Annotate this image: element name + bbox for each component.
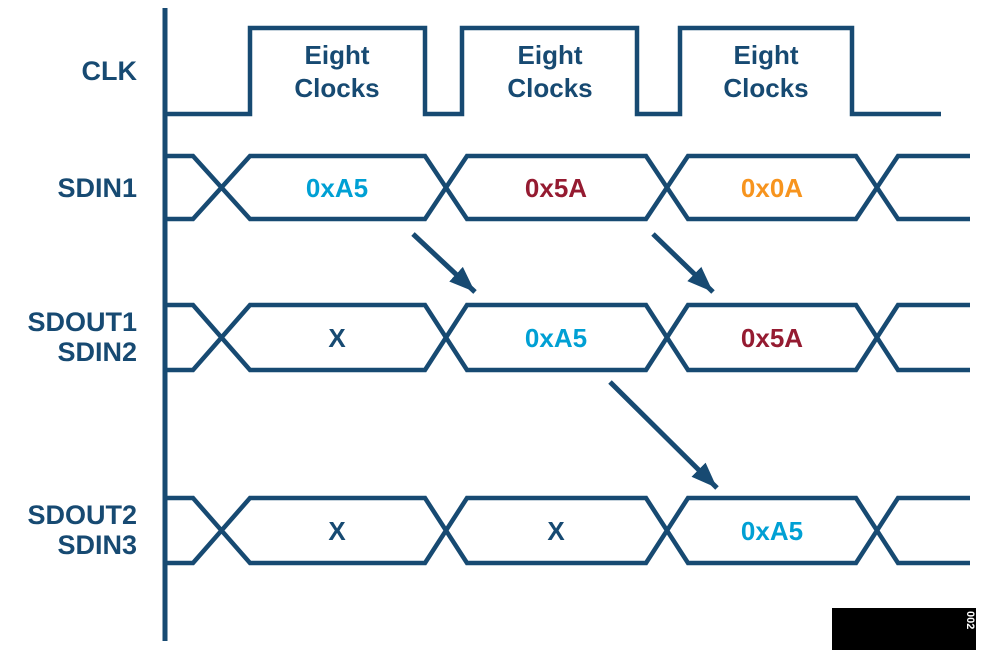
sdin1-label: SDIN1 <box>57 173 137 203</box>
sdin1-bus-waveform <box>165 153 970 222</box>
propagation-arrow-2 <box>651 232 715 294</box>
sdout1-sdin2-cell-2-value: 0xA5 <box>525 323 587 353</box>
clk-pulse-3-label-line1: Eight <box>734 40 799 70</box>
clk-label: CLK <box>82 56 138 86</box>
sdout1-label: SDOUT1 <box>27 307 137 337</box>
sdin3-label: SDIN3 <box>57 530 137 560</box>
sdout2-label: SDOUT2 <box>27 500 137 530</box>
clk-pulse-2-label-line2: Clocks <box>507 73 592 103</box>
sdout1-sdin2-bus-waveform <box>165 302 970 373</box>
sdin1-cell-2-value: 0x5A <box>525 173 587 203</box>
sdout2-sdin3-cell-1-value: X <box>328 516 346 546</box>
redaction-block <box>832 608 976 650</box>
clk-pulse-1-annotation: Eight Clocks <box>294 40 379 103</box>
sdin2-label: SDIN2 <box>57 337 137 367</box>
propagation-arrow-1 <box>411 232 477 294</box>
sdout2-sdin3-bus-lower-trace <box>165 495 970 566</box>
clk-pulse-1-label-line1: Eight <box>305 40 370 70</box>
sdout1-sdin2-cell-3-value: 0x5A <box>741 323 803 353</box>
sdin1-cell-1-value: 0xA5 <box>306 173 368 203</box>
clk-pulse-2-label-line1: Eight <box>518 40 583 70</box>
sdout2-sdin3-bus-waveform <box>165 495 970 566</box>
propagation-arrow-3 <box>608 380 719 490</box>
clk-waveform <box>165 25 941 117</box>
sdout1-sdin2-bus-lower-trace <box>165 302 970 373</box>
clk-pulse-1-label-line2: Clocks <box>294 73 379 103</box>
sdout2-sdin3-cell-2-value: X <box>547 516 565 546</box>
clk-pulse-2-annotation: Eight Clocks <box>507 40 592 103</box>
clk-pulse-3-label-line2: Clocks <box>723 73 808 103</box>
sdout2-sdin3-bus-upper-trace <box>165 495 970 566</box>
sdin1-cell-3-value: 0x0A <box>741 173 803 203</box>
figure-code-watermark: 002 <box>964 611 976 629</box>
sdin1-bus-lower-trace <box>165 153 970 222</box>
sdout1-sdin2-cell-1-value: X <box>328 323 346 353</box>
clk-pulse-3-annotation: Eight Clocks <box>723 40 808 103</box>
sdout2-sdin3-cell-3-value: 0xA5 <box>741 516 803 546</box>
